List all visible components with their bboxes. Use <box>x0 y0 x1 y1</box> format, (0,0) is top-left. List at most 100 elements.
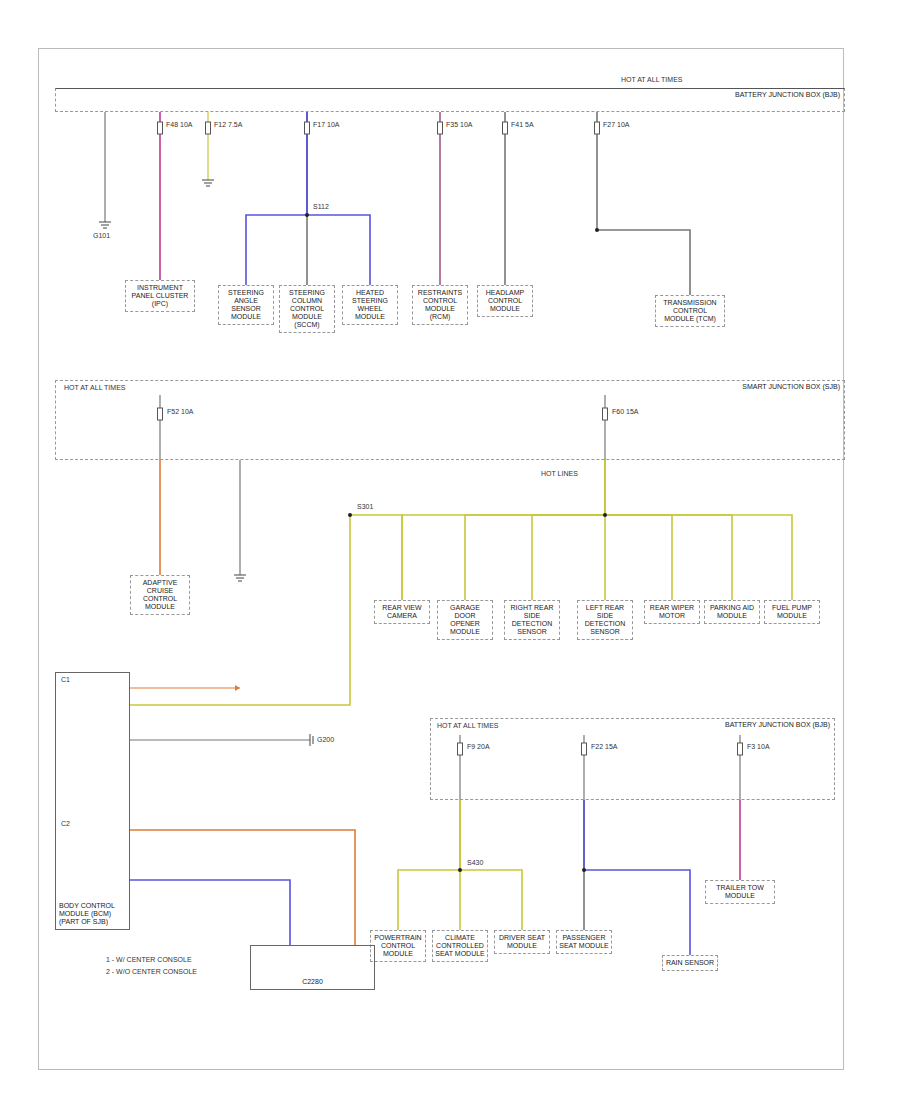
component-box: REAR VIEW CAMERA <box>374 600 430 624</box>
node-label: GARAGE DOOR OPENER MODULE <box>440 604 490 636</box>
wire-label: HOT LINES <box>540 470 579 478</box>
node-label: POWERTRAIN CONTROL MODULE <box>373 934 423 958</box>
wire-label: S112 <box>312 203 330 211</box>
wire-connector <box>307 112 370 285</box>
ground-wire <box>239 460 240 575</box>
node-label: DRIVER SEAT MODULE <box>497 934 547 950</box>
wire-connector <box>160 460 161 575</box>
node-label: C2280 <box>253 978 372 986</box>
wire-connector <box>160 112 161 280</box>
node-label: BODY CONTROL MODULE (BCM) (PART OF SJB) <box>59 902 126 926</box>
component-box: REAR WIPER MOTOR <box>644 600 700 624</box>
wire-label: F22 15A <box>590 743 618 751</box>
wire-connector <box>402 460 605 600</box>
wire-label: F9 20A <box>466 743 491 751</box>
wire-connector <box>130 515 402 705</box>
node-label: PASSENGER SEAT MODULE <box>559 934 609 950</box>
node-label: STEERING COLUMN CONTROL MODULE (SCCM) <box>282 289 332 329</box>
wire-label: F17 10A <box>312 121 340 129</box>
component-box: STEERING ANGLE SENSOR MODULE <box>218 285 274 325</box>
node-label: RAIN SENSOR <box>665 959 715 967</box>
wire-label: S301 <box>356 503 374 511</box>
wire-label: 1 - W/ CENTER CONSOLE <box>105 956 193 964</box>
wire-connector <box>532 460 605 600</box>
component-box: FUEL PUMP MODULE <box>764 600 820 624</box>
wire-connector <box>584 800 690 955</box>
node-label: REAR WIPER MOTOR <box>647 604 697 620</box>
component-box: DRIVER SEAT MODULE <box>494 930 550 954</box>
wire-label: S430 <box>466 859 484 867</box>
ground-wire <box>104 112 105 222</box>
wire-connector <box>740 800 741 880</box>
node-label: LEFT REAR SIDE DETECTION SENSOR <box>580 604 630 636</box>
wire-label: F41 5A <box>510 121 535 129</box>
wire-label: F60 15A <box>611 408 639 416</box>
wire-label: C1 <box>60 676 71 684</box>
node-label: TRAILER TOW MODULE <box>708 884 772 900</box>
node-label: HEADLAMP CONTROL MODULE <box>480 289 530 313</box>
component-box: ADAPTIVE CRUISE CONTROL MODULE <box>130 575 190 615</box>
component-box: PASSENGER SEAT MODULE <box>556 930 612 954</box>
fuse-box-band: SMART JUNCTION BOX (SJB) <box>55 380 845 460</box>
node-label: INSTRUMENT PANEL CLUSTER (IPC) <box>128 284 192 308</box>
fuse-box-band: BATTERY JUNCTION BOX (BJB) <box>430 718 835 800</box>
wire-label: F48 10A <box>165 121 193 129</box>
wire-label: HOT AT ALL TIMES <box>63 384 126 392</box>
page-frame <box>38 48 844 1070</box>
wire-arrow <box>235 685 240 691</box>
wire-label: F3 10A <box>746 743 771 751</box>
ground-symbols <box>99 180 313 746</box>
pin-wire <box>130 739 310 740</box>
splice-dots <box>305 213 607 872</box>
wire-label: G200 <box>316 736 335 744</box>
node-label: TRANSMISSION CONTROL MODULE (TCM) <box>658 299 722 323</box>
node-label: FUEL PUMP MODULE <box>767 604 817 620</box>
component-box: TRAILER TOW MODULE <box>705 880 775 904</box>
fuse-symbols <box>158 122 743 755</box>
component-box: LEFT REAR SIDE DETECTION SENSOR <box>577 600 633 640</box>
wire-label: F35 10A <box>445 121 473 129</box>
pin-wire <box>130 687 240 688</box>
component-box: RAIN SENSOR <box>662 955 718 971</box>
component-box: POWERTRAIN CONTROL MODULE <box>370 930 426 962</box>
component-box: CLIMATE CONTROLLED SEAT MODULE <box>432 930 488 962</box>
node-label: RIGHT REAR SIDE DETECTION SENSOR <box>507 604 557 636</box>
wire-connector <box>605 460 792 600</box>
wire-connector <box>398 800 460 930</box>
wire-connector <box>130 830 355 945</box>
node-label: STEERING ANGLE SENSOR MODULE <box>221 289 271 321</box>
node-label: BATTERY JUNCTION BOX (BJB) <box>60 91 840 99</box>
wire-label: F27 10A <box>602 121 630 129</box>
wire-connector <box>605 460 732 600</box>
component-box: RESTRAINTS CONTROL MODULE (RCM) <box>412 285 468 325</box>
wire-connector <box>460 800 522 930</box>
fuse-box-band: BATTERY JUNCTION BOX (BJB) <box>55 88 845 112</box>
fuse-wire <box>604 395 605 460</box>
wire-connector <box>605 460 672 600</box>
wire-label: HOT AT ALL TIMES <box>436 722 499 730</box>
wire-connector <box>465 460 605 600</box>
component-box: HEATED STEERING WHEEL MODULE <box>342 285 398 325</box>
node-label: SMART JUNCTION BOX (SJB) <box>60 383 840 391</box>
component-box: TRANSMISSION CONTROL MODULE (TCM) <box>655 295 725 327</box>
wire-connector <box>505 112 506 285</box>
fuse-wire <box>159 395 160 460</box>
wire-label: G101 <box>92 232 111 240</box>
wire-connector <box>440 112 441 285</box>
connector-box: C2280 <box>250 945 375 990</box>
component-box: STEERING COLUMN CONTROL MODULE (SCCM) <box>279 285 335 333</box>
node-label: PARKING AID MODULE <box>707 604 757 620</box>
wire-label: HOT AT ALL TIMES <box>620 76 683 84</box>
component-box: INSTRUMENT PANEL CLUSTER (IPC) <box>125 280 195 312</box>
node-label: RESTRAINTS CONTROL MODULE (RCM) <box>415 289 465 321</box>
wire-connector <box>246 112 307 285</box>
wire-label: F52 10A <box>166 408 194 416</box>
node-label: CLIMATE CONTROLLED SEAT MODULE <box>435 934 485 958</box>
wire-label: C2 <box>60 820 71 828</box>
node-label: HEATED STEERING WHEEL MODULE <box>345 289 395 321</box>
node-label: ADAPTIVE CRUISE CONTROL MODULE <box>133 579 187 611</box>
component-box: PARKING AID MODULE <box>704 600 760 624</box>
wire-connector <box>130 880 290 945</box>
component-box: HEADLAMP CONTROL MODULE <box>477 285 533 317</box>
wire-label: F12 7.5A <box>213 121 243 129</box>
